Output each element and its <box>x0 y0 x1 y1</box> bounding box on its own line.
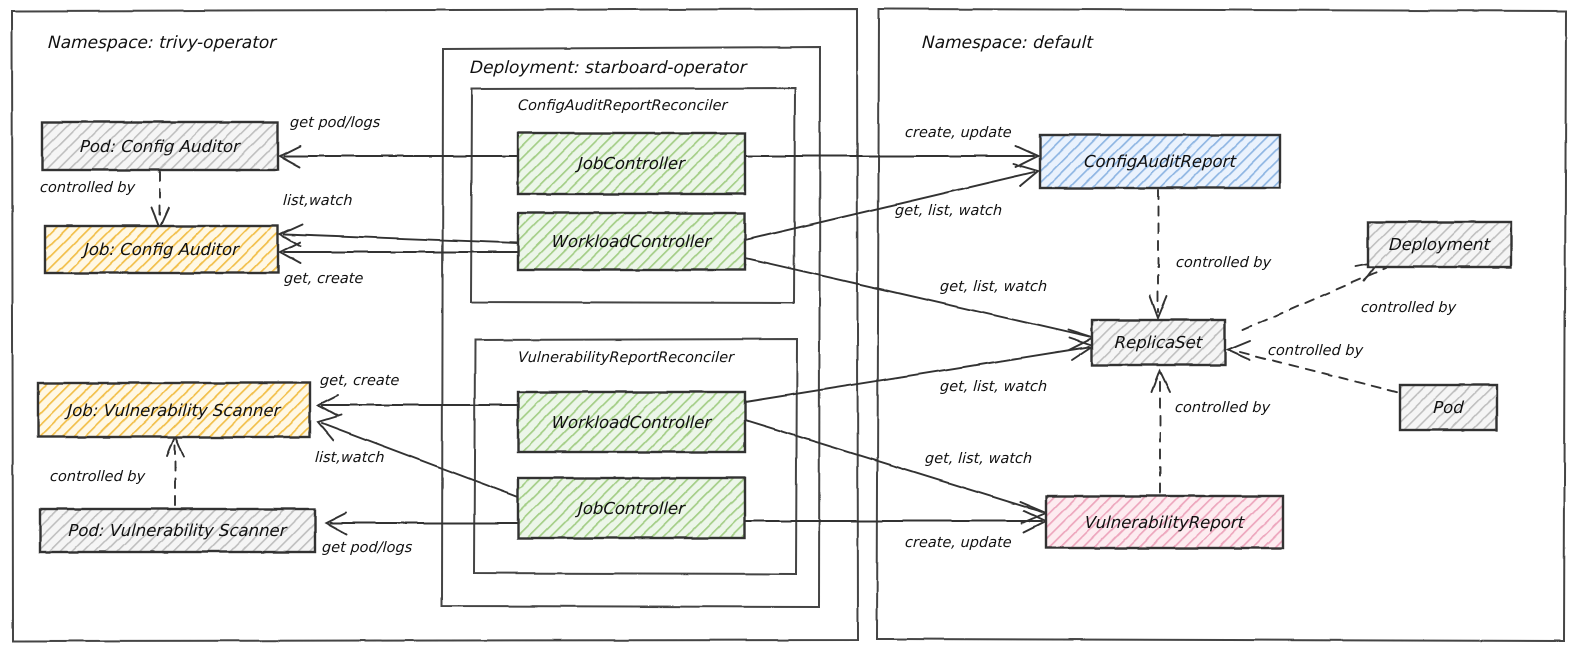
edge-label-controlled-by-vuln-scanner: controlled by <box>49 469 146 485</box>
edge-get-list-watch-rs-top <box>744 257 1096 351</box>
edge-label-controlled-by-config-auditor: controlled by <box>39 180 136 196</box>
edge-label-get-list-watch-replicaset-top: get, list, watch <box>939 279 1048 295</box>
edge-label-get-list-watch-replicaset-bottom: get, list, watch <box>939 379 1048 395</box>
edge-get-pod-logs-bottom <box>323 512 519 535</box>
edge-get-pod-logs-top <box>277 145 519 168</box>
edge-label-controlled-by-deployment: controlled by <box>1360 300 1457 316</box>
node-vrr-jobcontroller-shape <box>516 476 747 540</box>
edge-label-controlled-by-pod: controlled by <box>1267 343 1364 359</box>
group-configauditreportreconciler-label: ConfigAuditReportReconciler <box>517 98 728 114</box>
edge-get-create-ca <box>277 241 519 264</box>
group-configauditreportreconciler-border <box>469 86 797 305</box>
edge-label-get-list-watch-vulnerabilityreport: get, list, watch <box>924 451 1033 467</box>
edge-list-watch-ca <box>277 223 519 247</box>
edge-controlled-by-deployment <box>1242 267 1387 331</box>
namespace-default-border <box>875 7 1568 643</box>
group-deployment-border <box>440 45 822 609</box>
edge-label-get-pod-logs-bottom: get pod/logs <box>321 540 413 556</box>
edge-controlled-by-pod-replicaset <box>1239 351 1405 395</box>
edge-get-list-watch-vr <box>744 419 1049 524</box>
edge-create-update-car <box>744 145 1041 168</box>
group-vulnerabilityreportreconciler-border <box>472 337 799 576</box>
node-vulnerabilityreport-shape <box>1044 494 1285 550</box>
edge-label-get-pod-logs-top: get pod/logs <box>289 115 381 131</box>
namespace-trivy-operator-label: Namespace: trivy-operator <box>47 33 277 53</box>
namespace-trivy-operator-border <box>10 7 860 643</box>
node-configauditreport-shape <box>1038 133 1282 190</box>
edge-label-controlled-by-car-replicaset: controlled by <box>1175 255 1272 271</box>
edge-create-update-vr <box>744 510 1049 533</box>
node-job-config-auditor-shape <box>43 224 280 275</box>
edge-label-get-list-watch-configauditreport: get, list, watch <box>894 203 1003 219</box>
group-vulnerabilityreportreconciler-label: VulnerabilityReportReconciler <box>517 350 735 366</box>
edge-label-controlled-by-vr-replicaset: controlled by <box>1174 400 1271 416</box>
node-car-workloadcontroller-shape <box>516 211 747 272</box>
arrowhead-controlled-by-car-rs <box>1149 295 1168 321</box>
node-vrr-workloadcontroller-shape <box>516 390 747 454</box>
node-car-jobcontroller-shape <box>516 131 747 196</box>
arrowhead-controlled-by-replicaset-right <box>1225 340 1251 361</box>
node-pod-shape <box>1398 383 1499 432</box>
node-replicaset-shape <box>1090 318 1227 367</box>
edge-list-watch-vs <box>316 414 519 498</box>
arrowhead-controlled-by-vr-rs <box>1151 368 1171 393</box>
node-pod-vuln-scanner-shape <box>38 507 317 554</box>
edge-get-create-vs <box>315 394 519 417</box>
node-deployment-shape <box>1366 220 1513 269</box>
edge-label-get-create-vuln-scanner: get, create <box>319 373 400 389</box>
edge-label-get-create-config-auditor: get, create <box>283 271 364 287</box>
namespace-default-label: Namespace: default <box>921 33 1094 53</box>
group-deployment-label: Deployment: starboard-operator <box>469 58 748 78</box>
edge-label-list-watch-vuln-scanner: list,watch <box>314 450 385 466</box>
node-pod-config-auditor-shape <box>40 120 280 172</box>
edge-label-create-update-vulnerabilityreport: create, update <box>904 535 1013 551</box>
edge-label-create-update-configauditreport: create, update <box>904 125 1013 141</box>
node-job-vuln-scanner-shape <box>36 381 312 439</box>
edge-get-list-watch-car <box>744 163 1040 241</box>
edge-label-list-watch-config-auditor: list,watch <box>282 193 353 209</box>
